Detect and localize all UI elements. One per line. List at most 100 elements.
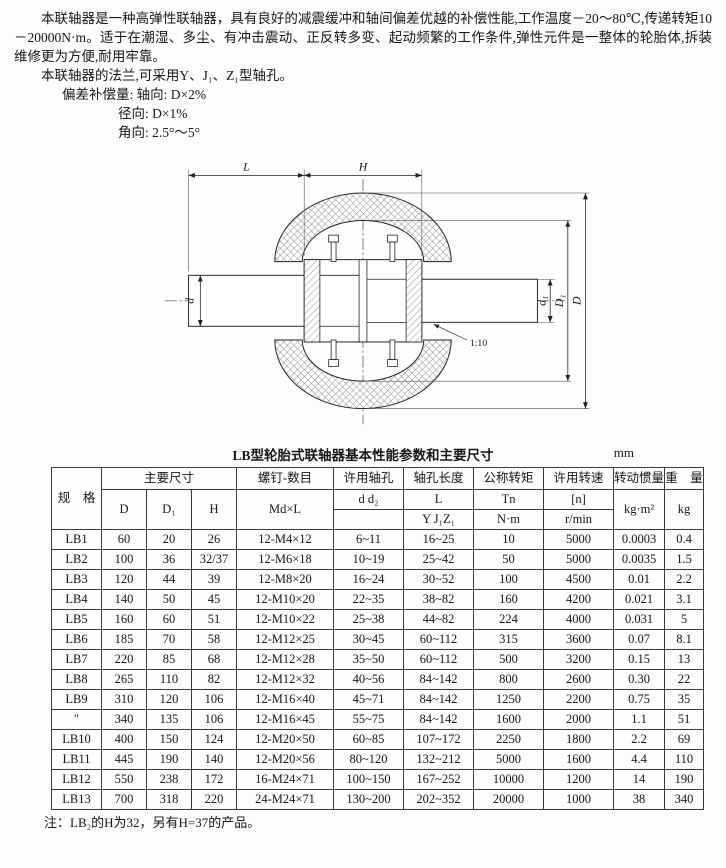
table-cell: 84~142 — [403, 689, 475, 710]
table-cell: 12-M10×20 — [236, 589, 335, 610]
table-cell: LB8 — [51, 669, 102, 690]
compensation-line-angular: 角向: 2.5°～5° — [118, 125, 201, 140]
table-cell: 4.4 — [613, 749, 666, 770]
table-cell: 32/37 — [190, 549, 238, 570]
table-cell: 16~24 — [333, 569, 405, 590]
coupling-drawing-area: L H d d₁ D₁ D 1:10 — [14, 144, 712, 440]
spec-table: 规 格 主要尺寸 螺钉-数目 许用轴孔 轴孔长度 公称转矩 许用转速 转动惯量 … — [51, 467, 705, 810]
table-cell: 100~150 — [333, 769, 405, 790]
table-cell: 0.0003 — [613, 529, 666, 550]
intro-text: 本联轴器是一种高弹性联轴器，具有良好的减震缓冲和轴间偏差优越的补偿性能,工作温度… — [14, 9, 712, 142]
table-cell: 12-M20×56 — [236, 749, 335, 770]
coupling-cross-section-drawing: L H d d₁ D₁ D 1:10 — [165, 160, 590, 425]
table-cell: 106 — [190, 689, 238, 710]
table-cell: 1600 — [473, 709, 545, 730]
table-title-row: LB型轮胎式联轴器基本性能参数和主要尺寸 mm — [14, 444, 712, 464]
bolt-bottom-left — [328, 339, 339, 367]
table-cell: 12-M12×28 — [236, 649, 335, 670]
table-cell: 130~200 — [333, 789, 405, 810]
table-cell: 110 — [664, 749, 705, 770]
table-cell: 51 — [664, 709, 705, 730]
table-cell: 84~142 — [403, 669, 475, 690]
table-cell: LB9 — [51, 689, 102, 710]
table-cell: 0.15 — [613, 649, 666, 670]
bolt-top-right — [387, 234, 398, 262]
table-cell: 310 — [101, 689, 147, 710]
table-cell: 220 — [190, 789, 238, 810]
table-cell: 340 — [101, 709, 147, 730]
header-bore-sub: d d₂ — [333, 489, 405, 510]
table-cell: 3200 — [543, 649, 615, 670]
table-cell: 35 — [664, 689, 705, 710]
table-cell: 60~85 — [333, 729, 405, 750]
table-cell: 5000 — [543, 529, 615, 550]
header-col-H: H — [190, 489, 238, 530]
table-cell: 22 — [664, 669, 705, 690]
table-cell: 700 — [101, 789, 147, 810]
table-cell: 5000 — [543, 549, 615, 570]
table-cell: 6~11 — [333, 529, 405, 550]
table-cell: 185 — [101, 629, 147, 650]
table-cell: 36 — [146, 549, 192, 570]
table-cell: 25~42 — [403, 549, 475, 570]
table-cell: 38~82 — [403, 589, 475, 610]
table-cell: 2600 — [543, 669, 615, 690]
table-cell: 40~56 — [333, 669, 405, 690]
table-cell: 2200 — [543, 689, 615, 710]
table-cell: 0.031 — [613, 609, 666, 630]
header-torque-sub1: Tn — [473, 489, 545, 510]
table-cell: 140 — [190, 749, 238, 770]
table-cell: 0.021 — [613, 589, 666, 610]
intro-paragraph-2: 本联轴器的法兰,可采用Y、J₁、Z₁型轴孔。 — [41, 68, 294, 83]
table-cell: 20 — [146, 529, 192, 550]
table-cell: 60 — [101, 529, 147, 550]
table-cell: 12-M6×18 — [236, 549, 335, 570]
table-cell: 12-M12×32 — [236, 669, 335, 690]
table-cell: 8.1 — [664, 629, 705, 650]
header-torque-group: 公称转矩 — [473, 467, 545, 490]
table-cell: 84~142 — [403, 709, 475, 730]
table-cell: 0.0035 — [613, 549, 666, 570]
table-cell: 190 — [664, 769, 705, 790]
table-cell: 1.1 — [613, 709, 666, 730]
table-cell: 50 — [473, 549, 545, 570]
table-cell: 20000 — [473, 789, 545, 810]
header-length-group: 轴孔长度 — [403, 467, 475, 490]
table-cell: 172 — [190, 769, 238, 790]
left-flange — [303, 259, 321, 343]
table-cell: 58 — [190, 629, 238, 650]
table-cell: 39 — [190, 569, 238, 590]
table-cell: LB3 — [51, 569, 102, 590]
table-cell: 68 — [190, 649, 238, 670]
table-cell: 12-M10×22 — [236, 609, 335, 630]
header-speed-sub2: r/min — [543, 509, 615, 530]
table-cell: 160 — [101, 609, 147, 630]
table-cell: 100 — [101, 549, 147, 570]
header-screw-sub: Md×L — [236, 489, 335, 530]
compensation-line-axial: 偏差补偿量: 轴向: D×2% — [62, 87, 207, 102]
header-length-sub1: L — [403, 489, 475, 510]
table-cell: 315 — [473, 629, 545, 650]
table-cell: 3600 — [543, 629, 615, 650]
header-length-sub2: Y J₁Z₁ — [403, 509, 475, 530]
tire-element-bottom — [274, 339, 452, 410]
table-cell: 16-M24×71 — [236, 769, 335, 790]
table-cell: LB5 — [51, 609, 102, 630]
table-cell: LB6 — [51, 629, 102, 650]
table-cell: 35~50 — [333, 649, 405, 670]
table-cell: 340 — [664, 789, 705, 810]
table-cell: 60 — [146, 609, 192, 630]
table-cell: 0.4 — [664, 529, 705, 550]
table-cell: 1.5 — [664, 549, 705, 570]
table-cell: 400 — [101, 729, 147, 750]
table-cell: 44~82 — [403, 609, 475, 630]
header-col-D1: D₁ — [146, 489, 192, 530]
bolt-top-left — [328, 234, 339, 262]
